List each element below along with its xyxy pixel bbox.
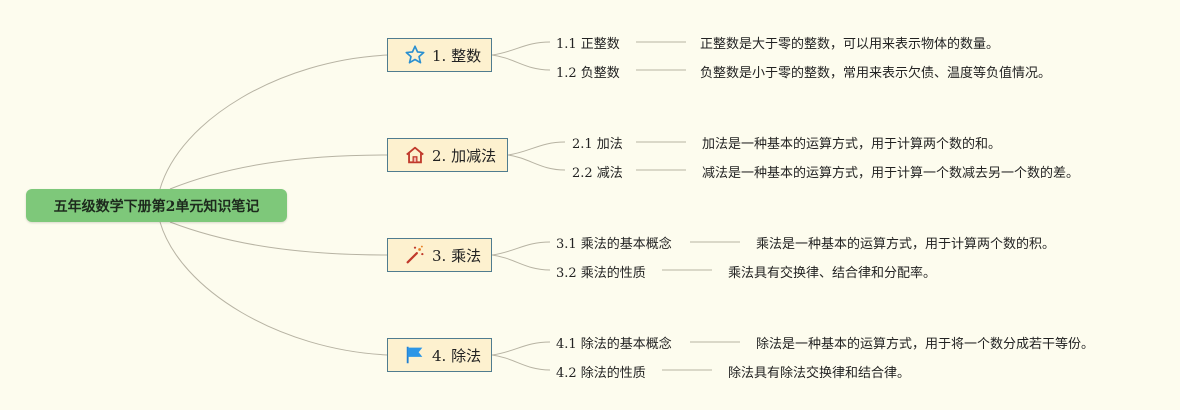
flag-icon <box>404 344 426 366</box>
branch-label: 2. 加减法 <box>432 146 497 165</box>
link-b4-c1 <box>491 341 551 356</box>
subtopic-positive-integers[interactable]: 1.1 正整数 <box>556 37 620 52</box>
branch-division[interactable]: 4. 除法 <box>387 338 492 372</box>
subtopic-description[interactable]: 负整数是小于零的整数，常用来表示欠债、温度等负值情况。 <box>700 66 1052 81</box>
branch-integers[interactable]: 1. 整数 <box>387 38 492 72</box>
branch-label: 4. 除法 <box>432 346 482 365</box>
subtopic-multiplication-properties[interactable]: 3.2 乘法的性质 <box>556 266 646 281</box>
link-root-branch-3 <box>169 221 389 256</box>
link-b3-c1 <box>491 241 551 256</box>
subtopic-description[interactable]: 乘法具有交换律、结合律和分配率。 <box>728 266 937 281</box>
house-icon <box>404 144 426 166</box>
link-b2-c1 <box>507 141 566 156</box>
subtopic-description[interactable]: 加法是一种基本的运算方式，用于计算两个数的和。 <box>702 137 1002 152</box>
link-root-branch-4 <box>159 221 389 356</box>
branch-label: 1. 整数 <box>432 46 482 65</box>
star-icon <box>404 44 426 66</box>
subtopic-subtraction[interactable]: 2.2 减法 <box>572 166 623 181</box>
subtopic-addition[interactable]: 2.1 加法 <box>572 137 623 152</box>
link-b1-c1 <box>491 41 551 56</box>
subtopic-description[interactable]: 正整数是大于零的整数，可以用来表示物体的数量。 <box>700 37 1000 52</box>
subtopic-description[interactable]: 乘法是一种基本的运算方式，用于计算两个数的积。 <box>756 237 1056 252</box>
root-topic[interactable]: 五年级数学下册第2单元知识笔记 <box>26 189 287 222</box>
subtopic-description[interactable]: 减法是一种基本的运算方式，用于计算一个数减去另一个数的差。 <box>702 166 1080 181</box>
subtopic-division-properties[interactable]: 4.2 除法的性质 <box>556 366 646 381</box>
link-root-branch-2 <box>169 154 389 190</box>
subtopic-division-concept[interactable]: 4.1 除法的基本概念 <box>556 337 672 352</box>
branch-addition-subtraction[interactable]: 2. 加减法 <box>387 138 508 172</box>
magic-wand-icon <box>404 244 426 266</box>
subtopic-multiplication-concept[interactable]: 3.1 乘法的基本概念 <box>556 237 672 252</box>
subtopic-description[interactable]: 除法具有除法交换律和结合律。 <box>728 366 911 381</box>
subtopic-negative-integers[interactable]: 1.2 负整数 <box>556 66 620 81</box>
link-b1-c2 <box>491 54 551 71</box>
subtopic-description[interactable]: 除法是一种基本的运算方式，用于将一个数分成若干等份。 <box>756 337 1095 352</box>
branch-label: 3. 乘法 <box>432 246 482 265</box>
link-b2-c2 <box>507 154 566 171</box>
link-root-branch-1 <box>159 54 389 190</box>
root-topic-label: 五年级数学下册第2单元知识笔记 <box>53 198 260 215</box>
branch-multiplication[interactable]: 3. 乘法 <box>387 238 492 272</box>
link-b4-c2 <box>491 354 551 371</box>
link-b3-c2 <box>491 254 551 271</box>
